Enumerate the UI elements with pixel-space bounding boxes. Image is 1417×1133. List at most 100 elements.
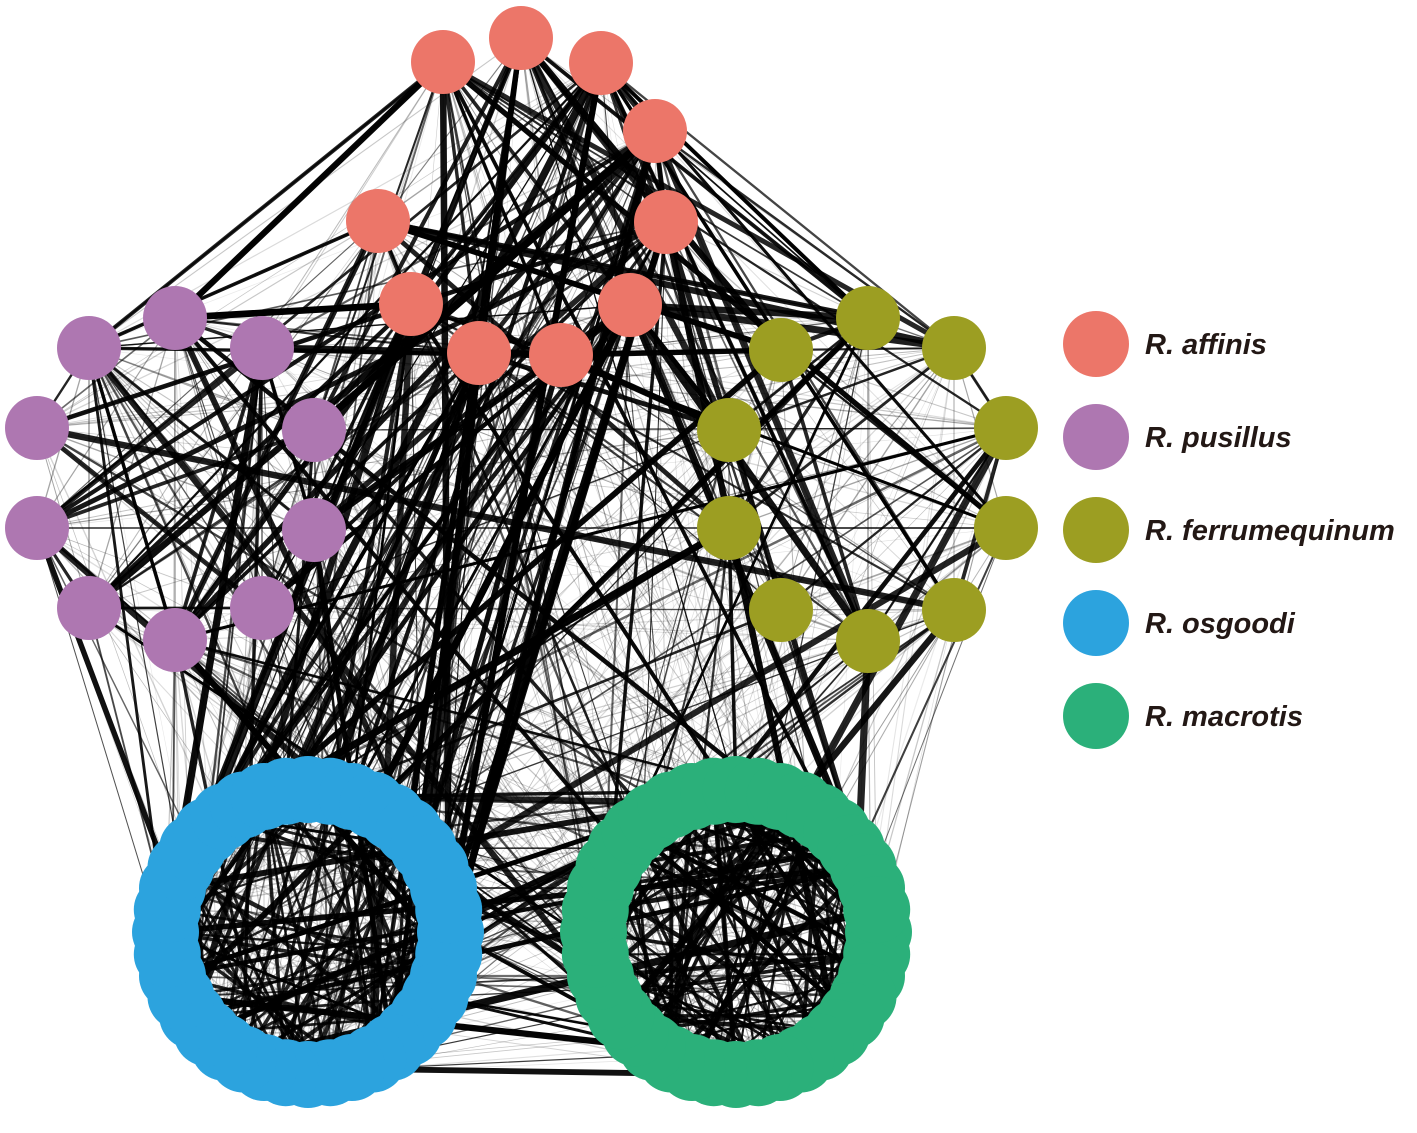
- internal-edge: [34, 345, 265, 531]
- weak-edge: [263, 347, 955, 1069]
- strong-edge: [619, 316, 870, 850]
- weak-edge: [261, 347, 730, 529]
- weak-edge: [800, 427, 1007, 806]
- internal-edge: [608, 909, 878, 998]
- strong-edge: [34, 128, 658, 531]
- strong-edge: [171, 314, 427, 852]
- medium-edge: [173, 638, 873, 978]
- weak-edge: [261, 527, 1007, 609]
- weak-edge: [478, 352, 781, 798]
- weak-edge: [88, 347, 596, 955]
- medium-edge: [434, 866, 873, 889]
- weak-edge: [36, 349, 782, 429]
- ferrumequinum-node: [836, 286, 900, 350]
- weak-edge: [442, 61, 653, 818]
- weak-edge: [442, 61, 596, 955]
- weak-edge: [329, 220, 379, 1074]
- weak-edge: [88, 347, 424, 1017]
- internal-edge: [171, 846, 425, 978]
- ferrumequinum-node: [697, 496, 761, 560]
- internal-edge: [223, 816, 444, 977]
- internal-edge: [305, 829, 411, 1077]
- medium-edge: [441, 60, 1008, 430]
- strong-edge: [592, 425, 1009, 957]
- internal-edge: [329, 795, 353, 1074]
- internal-edge: [727, 346, 956, 432]
- weak-edge: [478, 352, 693, 798]
- weak-edge: [691, 527, 730, 798]
- weak-edge: [620, 429, 730, 849]
- weak-edge: [372, 527, 730, 806]
- medium-edge: [285, 352, 480, 792]
- weak-edge: [285, 354, 562, 792]
- weak-edge: [313, 429, 782, 611]
- weak-edge: [560, 354, 1007, 429]
- weak-edge: [88, 220, 379, 609]
- weak-edge: [285, 37, 522, 792]
- internal-edge: [520, 37, 562, 356]
- internal-edge: [668, 802, 854, 1019]
- internal-edge: [598, 952, 879, 979]
- weak-edge: [520, 37, 610, 868]
- affinis-node: [447, 321, 511, 385]
- internal-edge: [867, 427, 1007, 642]
- internal-edge: [756, 803, 803, 1075]
- weak-edge: [313, 349, 782, 431]
- internal-edge: [34, 425, 265, 611]
- ferrumequinum-node: [749, 578, 813, 642]
- weak-edge: [442, 609, 782, 889]
- weak-edge: [36, 317, 869, 429]
- weak-edge: [36, 427, 955, 611]
- internal-edge: [560, 130, 656, 356]
- strong-edge: [241, 346, 264, 1061]
- legend-swatch: [1063, 683, 1129, 749]
- medium-edge: [171, 427, 1007, 977]
- strong-edge: [626, 301, 872, 322]
- internal-edge: [163, 930, 446, 978]
- osgoodi-node: [415, 876, 483, 944]
- weak-edge: [780, 349, 821, 1048]
- strong-edge: [85, 344, 639, 1036]
- internal-edge: [36, 317, 176, 529]
- weak-edge: [313, 429, 730, 531]
- legend-label: R. pusillus: [1145, 422, 1292, 454]
- weak-edge: [520, 37, 821, 818]
- weak-edge: [261, 347, 1007, 429]
- weak-edge: [36, 347, 955, 529]
- internal-edge: [560, 130, 656, 356]
- ferrumequinum-node: [922, 578, 986, 642]
- weak-edge: [88, 607, 878, 955]
- weak-edge: [434, 640, 869, 868]
- internal-edge: [608, 931, 880, 998]
- weak-edge: [372, 609, 782, 806]
- pusillus-node: [57, 316, 121, 380]
- internal-edge: [192, 830, 410, 1017]
- weak-edge: [836, 317, 869, 832]
- internal-edge: [88, 347, 315, 431]
- strong-edge: [164, 35, 524, 913]
- legend-label: R. affinis: [1145, 329, 1267, 361]
- medium-edge: [36, 220, 379, 529]
- internal-edge: [171, 886, 445, 978]
- affinis-node: [489, 6, 553, 70]
- weak-edge: [520, 37, 1007, 529]
- internal-edge: [779, 348, 1008, 530]
- internal-edge: [88, 347, 315, 531]
- internal-edge: [329, 830, 410, 1074]
- internal-edge: [328, 802, 375, 1075]
- weak-edge: [174, 317, 955, 611]
- internal-edge: [442, 61, 667, 223]
- internal-edge: [669, 803, 803, 1061]
- internal-edge: [727, 346, 956, 530]
- internal-edge: [180, 866, 410, 1034]
- internal-edge: [518, 35, 669, 225]
- internal-edge: [441, 60, 632, 307]
- weak-edge: [88, 347, 622, 1017]
- affinis-node: [529, 323, 593, 387]
- internal-edge: [598, 802, 804, 979]
- medium-edge: [477, 351, 597, 911]
- legend-swatch: [1063, 404, 1129, 470]
- strong-edge: [34, 525, 176, 891]
- ferrumequinum-node: [974, 496, 1038, 560]
- weak-edge: [307, 427, 1007, 790]
